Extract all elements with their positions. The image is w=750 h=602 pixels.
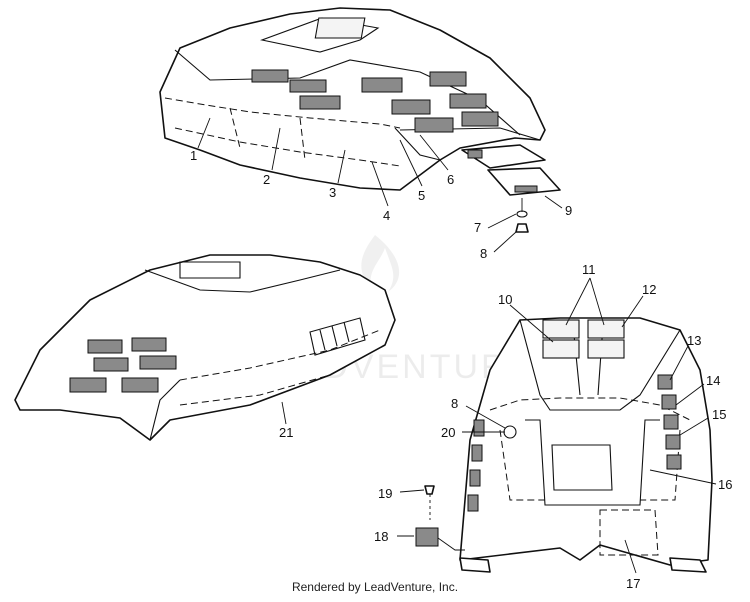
callout-12: 12 [642, 282, 656, 297]
callout-13: 13 [687, 333, 701, 348]
callout-15: 15 [712, 407, 726, 422]
callout-16: 16 [718, 477, 732, 492]
callout-5: 5 [418, 188, 425, 203]
callout-21: 21 [279, 425, 293, 440]
callout-10: 10 [498, 292, 512, 307]
vent-grilles-front-side [467, 374, 682, 512]
callout-19: 19 [378, 486, 392, 501]
callout-3: 3 [329, 185, 336, 200]
callout-14: 14 [706, 373, 720, 388]
callout-20: 20 [441, 425, 455, 440]
callout-2: 2 [263, 172, 270, 187]
callout-7: 7 [474, 220, 481, 235]
footer-credit: Rendered by LeadVenture, Inc. [291, 580, 459, 594]
callout-1: 1 [190, 148, 197, 163]
hood-top-view [159, 7, 546, 191]
callout-8b: 8 [451, 396, 458, 411]
hood-front-view [459, 317, 713, 573]
vent-grilles-top [251, 69, 499, 133]
callout-17: 17 [626, 576, 640, 591]
hood-left-view [14, 254, 396, 441]
vent-grilles-left [69, 337, 177, 393]
callout-9: 9 [565, 203, 572, 218]
callout-18: 18 [374, 529, 388, 544]
callout-4: 4 [383, 208, 390, 223]
callout-8a: 8 [480, 246, 487, 261]
callout-11: 11 [582, 262, 596, 277]
callout-6: 6 [447, 172, 454, 187]
callouts: 1 2 3 4 5 6 7 8 9 10 11 12 13 14 15 16 1… [190, 117, 732, 591]
small-parts [415, 485, 465, 551]
bracket-assembly [461, 144, 561, 233]
